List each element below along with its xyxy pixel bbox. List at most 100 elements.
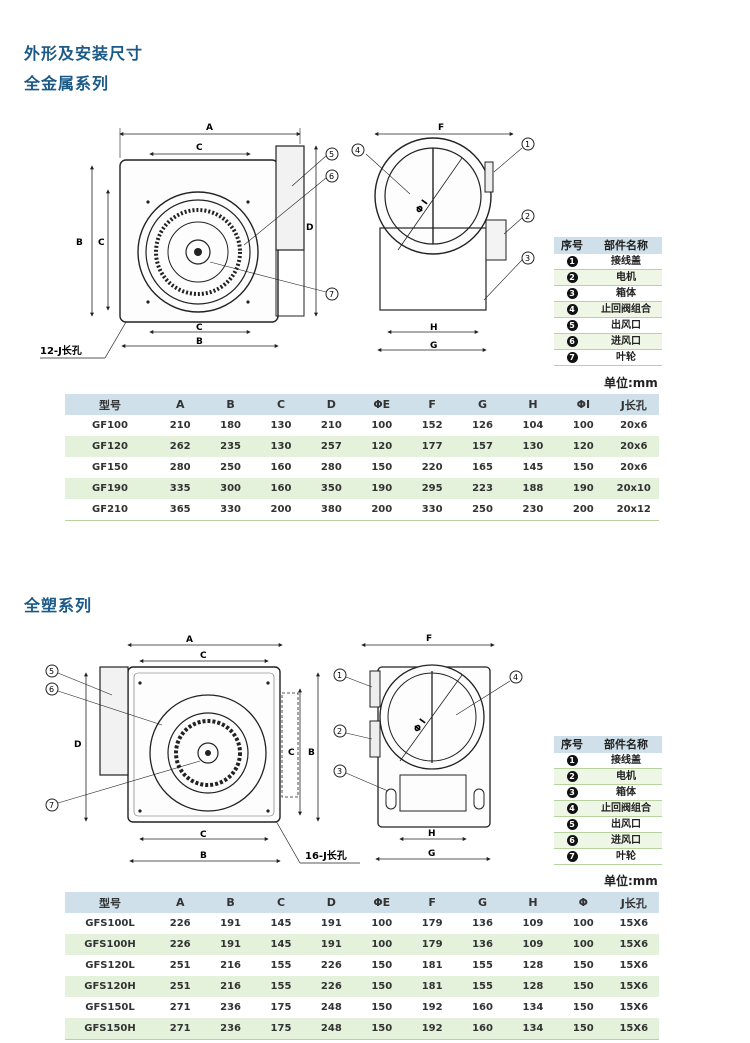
callout-4: 4 xyxy=(355,146,360,155)
value-cell: 330 xyxy=(406,499,458,521)
value-cell: 200 xyxy=(558,499,609,521)
value-cell: 200 xyxy=(356,499,407,521)
value-cell: 100 xyxy=(572,420,594,431)
value-cell: 134 xyxy=(522,1002,544,1013)
value-cell: 150 xyxy=(572,462,594,473)
value-cell: 150 xyxy=(572,1002,594,1013)
value-cell: 150 xyxy=(558,976,609,997)
callout-5-plastic: 5 xyxy=(49,667,54,676)
dim-label-f: F xyxy=(438,123,444,133)
dim-label-g-plastic: G xyxy=(428,849,435,859)
value-cell: 350 xyxy=(306,478,357,499)
value-cell: 145 xyxy=(255,934,307,955)
col-header: H xyxy=(507,892,559,913)
value-cell: 145 xyxy=(522,462,544,473)
callout-7-plastic: 7 xyxy=(49,801,54,810)
value-cell: 216 xyxy=(220,960,242,971)
dim-label-c-plastic: C xyxy=(200,651,207,661)
model-cell: GF190 xyxy=(65,478,155,499)
value-cell: 128 xyxy=(522,960,544,971)
model-cell: GF100 xyxy=(92,420,128,431)
value-cell: 295 xyxy=(406,478,458,499)
value-cell: 191 xyxy=(220,918,242,929)
dim-label-g: G xyxy=(430,341,437,351)
value-cell: 235 xyxy=(205,436,256,457)
col-header: G xyxy=(457,394,508,415)
col-header: 型号 xyxy=(65,394,155,415)
value-cell: 271 xyxy=(155,1018,206,1040)
section-title-metal: 全金属系列 xyxy=(24,74,110,93)
value-cell: 150 xyxy=(371,1002,393,1013)
callout-1-plastic: 1 xyxy=(337,671,342,680)
value-cell: 271 xyxy=(169,1002,191,1013)
value-cell: 160 xyxy=(255,478,307,499)
dim-label-c: C xyxy=(196,143,203,153)
slot-label-plastic: 16-J长孔 xyxy=(305,849,347,862)
dim-label-d-plastic: D xyxy=(74,740,81,750)
value-cell: 190 xyxy=(356,478,407,499)
col-header: ΦI xyxy=(558,394,609,415)
col-header: A xyxy=(155,892,206,913)
value-cell: 130 xyxy=(507,436,559,457)
value-cell: 220 xyxy=(421,462,443,473)
value-cell: 100 xyxy=(371,420,393,431)
col-header: H xyxy=(507,394,559,415)
value-cell: 223 xyxy=(457,478,508,499)
legend-header: 序号部件名称 xyxy=(554,736,662,753)
value-cell: 134 xyxy=(507,1018,559,1040)
value-cell: 191 xyxy=(205,934,256,955)
value-cell: 160 xyxy=(472,1002,493,1013)
value-cell: 262 xyxy=(155,436,206,457)
value-cell: 100 xyxy=(558,934,609,955)
value-cell: 175 xyxy=(270,1002,292,1013)
value-cell: 365 xyxy=(155,499,206,521)
value-cell: 155 xyxy=(457,976,508,997)
value-cell: 15X6 xyxy=(619,1002,649,1013)
value-cell: 200 xyxy=(255,499,307,521)
value-cell: 136 xyxy=(457,934,508,955)
value-cell: 192 xyxy=(406,1018,458,1040)
value-cell: 150 xyxy=(356,1018,407,1040)
value-cell: 248 xyxy=(320,1002,342,1013)
callout-7: 7 xyxy=(329,290,334,299)
value-cell: 191 xyxy=(306,934,357,955)
metal-front-view-drawing: A C B C D C B 12-J长孔 5 6 7 Φ I F H G 4 1… xyxy=(40,123,535,359)
value-cell: 191 xyxy=(320,918,342,929)
model-cell: GFS100H xyxy=(65,934,155,955)
value-cell: 226 xyxy=(320,960,342,971)
value-cell: 236 xyxy=(205,1018,256,1040)
value-cell: 216 xyxy=(205,976,256,997)
value-cell: 179 xyxy=(421,918,443,929)
value-cell: 15X6 xyxy=(619,918,649,929)
dim-label-a: A xyxy=(206,123,213,133)
value-cell: 15X6 xyxy=(608,976,659,997)
value-cell: 250 xyxy=(457,499,508,521)
value-cell: 165 xyxy=(472,462,493,473)
value-cell: 160 xyxy=(457,1018,508,1040)
value-cell: 300 xyxy=(205,478,256,499)
col-header: D xyxy=(306,892,357,913)
value-cell: 177 xyxy=(406,436,458,457)
callout-3-plastic: 3 xyxy=(337,767,342,776)
model-cell: GF150 xyxy=(92,462,128,473)
value-cell: 179 xyxy=(406,934,458,955)
unit-label-plastic: 单位:mm xyxy=(604,874,658,888)
value-cell: 109 xyxy=(522,918,544,929)
